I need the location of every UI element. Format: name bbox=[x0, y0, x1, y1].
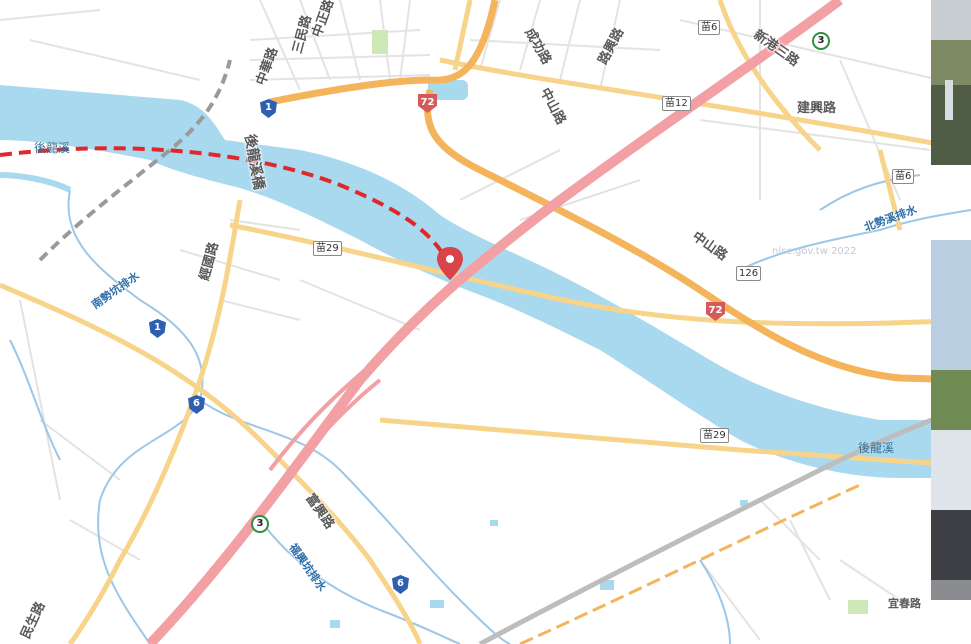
highway-south bbox=[519, 483, 861, 644]
map-pin-icon[interactable] bbox=[437, 247, 463, 280]
provincial-highways bbox=[269, 0, 971, 384]
provincial-shield-icon: 1 bbox=[260, 99, 277, 118]
route-badge-126: 126 bbox=[736, 266, 762, 281]
route-badge-miao29b: 苗29 bbox=[700, 428, 729, 443]
expressway-shield-icon: 72 bbox=[706, 302, 725, 321]
park bbox=[372, 30, 388, 54]
route-badge-miao6a: 苗6 bbox=[698, 20, 721, 35]
park-2 bbox=[848, 600, 868, 614]
streams bbox=[9, 174, 971, 644]
pond bbox=[428, 80, 468, 100]
river-branch bbox=[0, 172, 72, 193]
provincial-shield-icon: 6 bbox=[392, 575, 409, 594]
road-label-jianxing: 建興路 bbox=[797, 101, 837, 116]
railway bbox=[38, 59, 232, 262]
map-watermark: nlsc.gov.tw 2022 bbox=[772, 246, 857, 257]
freeway-interchange bbox=[253, 368, 382, 522]
photo-panel-bottom bbox=[931, 240, 971, 600]
road-label-yichun: 宜春路 bbox=[888, 597, 921, 610]
river-label-east: 後龍溪 bbox=[858, 441, 895, 455]
provincial-shield-icon: 6 bbox=[188, 395, 205, 414]
rail-line-east bbox=[478, 402, 971, 644]
ponds bbox=[330, 500, 748, 628]
route-badge-miao12: 苗12 bbox=[662, 96, 691, 111]
provincial-shield-icon: 1 bbox=[149, 319, 166, 338]
photo-panel-top bbox=[931, 0, 971, 165]
freeway-shield-icon: 3 bbox=[251, 515, 269, 533]
route-badge-miao6b: 苗6 bbox=[892, 169, 915, 184]
dashed-route bbox=[0, 146, 450, 263]
river-label-main: 後龍溪 bbox=[34, 141, 71, 155]
expressway-shield-icon: 72 bbox=[418, 94, 437, 113]
freeway-shield-icon: 3 bbox=[812, 32, 830, 50]
route-badge-miao29a: 苗29 bbox=[313, 241, 342, 256]
